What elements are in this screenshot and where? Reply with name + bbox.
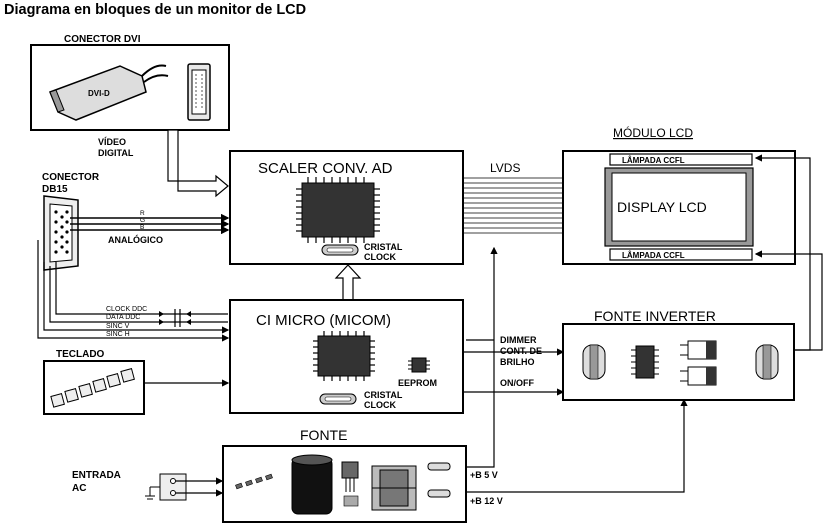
power-block <box>222 445 467 523</box>
power-title: FONTE <box>300 427 347 443</box>
display-screen <box>611 172 747 242</box>
lamp-top-box <box>609 153 753 166</box>
micro-crystal-label-1: CRISTAL <box>364 390 403 400</box>
power-rails <box>466 246 688 493</box>
lcd-module-title: MÓDULO LCD <box>613 125 693 140</box>
eeprom-label: EEPROM <box>398 378 437 388</box>
b-label: B <box>140 224 144 231</box>
micro-crystal-icon <box>319 393 357 405</box>
db15-label-1: CONECTOR <box>42 172 100 183</box>
g-label: G <box>140 217 145 224</box>
ac-input-label-2: AC <box>72 483 86 494</box>
rail-5v-label: +B 5 V <box>470 470 498 480</box>
inverter-components-icon <box>582 340 779 386</box>
diagram-title: Diagrama en bloques de un monitor de LCD <box>4 2 307 18</box>
lvds-label: LVDS <box>490 161 520 175</box>
scaler-crystal-icon <box>321 244 359 256</box>
scaler-crystal-label-2: CLOCK <box>364 252 396 262</box>
rail-12v-label: +B 12 V <box>470 496 503 506</box>
lamp-bottom-label: LÂMPADA CCFL <box>622 251 685 260</box>
micro-chip-icon <box>313 331 375 381</box>
db15-label-2: DB15 <box>42 184 68 195</box>
analog-label: ANALÓGICO <box>108 234 163 245</box>
video-digital-arrow <box>167 129 229 198</box>
eeprom-chip-icon <box>408 357 430 373</box>
r-label: R <box>140 210 145 217</box>
display-label: DISPLAY LCD <box>617 199 707 215</box>
rgb-lines <box>70 213 230 235</box>
dimmer-label-2: CONT. DE <box>500 346 542 356</box>
dimmer-label-3: BRILHO <box>500 357 535 367</box>
dvi-plug-label: DVI-D <box>88 89 110 98</box>
micro-to-scaler-arrow <box>334 264 362 301</box>
video-digital-label-2: DIGITAL <box>98 148 134 158</box>
keyboard-keys-icon <box>50 368 135 408</box>
lamp-bottom-box <box>609 248 753 261</box>
keyboard-label: TECLADO <box>56 349 105 360</box>
dvi-plug-icon: DVI-D <box>49 64 169 121</box>
scaler-crystal-label-1: CRISTAL <box>364 242 403 252</box>
power-components-icon <box>235 454 451 515</box>
sinc-v-label: SINC V <box>106 323 130 330</box>
micro-crystal-label-2: CLOCK <box>364 400 396 410</box>
ac-socket-icon <box>145 473 187 501</box>
db15-connector-icon <box>43 195 79 271</box>
scaler-title: SCALER CONV. AD <box>258 160 393 177</box>
dvi-connector-label: CONECTOR DVI <box>64 34 141 45</box>
data-ddc-label: DATA DDC <box>106 314 140 321</box>
video-digital-label-1: VÍDEO <box>98 137 126 147</box>
ac-input-label-1: ENTRADA <box>72 470 121 481</box>
sinc-h-label: SINC H <box>106 331 130 338</box>
dvi-port-icon <box>187 63 211 121</box>
inverter-title: FONTE INVERTER <box>594 308 716 324</box>
onoff-label: ON/OFF <box>500 378 534 388</box>
scaler-chip-icon <box>296 177 380 243</box>
lamp-top-label: LÂMPADA CCFL <box>622 156 685 165</box>
micro-title: CI MICRO (MICOM) <box>256 312 391 329</box>
inverter-to-lamps <box>754 154 823 351</box>
dvi-connector-block: CONECTOR DVI DVI-D <box>30 34 230 131</box>
dimmer-label-1: DIMMER <box>500 335 537 345</box>
clock-ddc-label: CLOCK DDC <box>106 306 147 313</box>
ddc-sync-lines <box>37 240 230 342</box>
